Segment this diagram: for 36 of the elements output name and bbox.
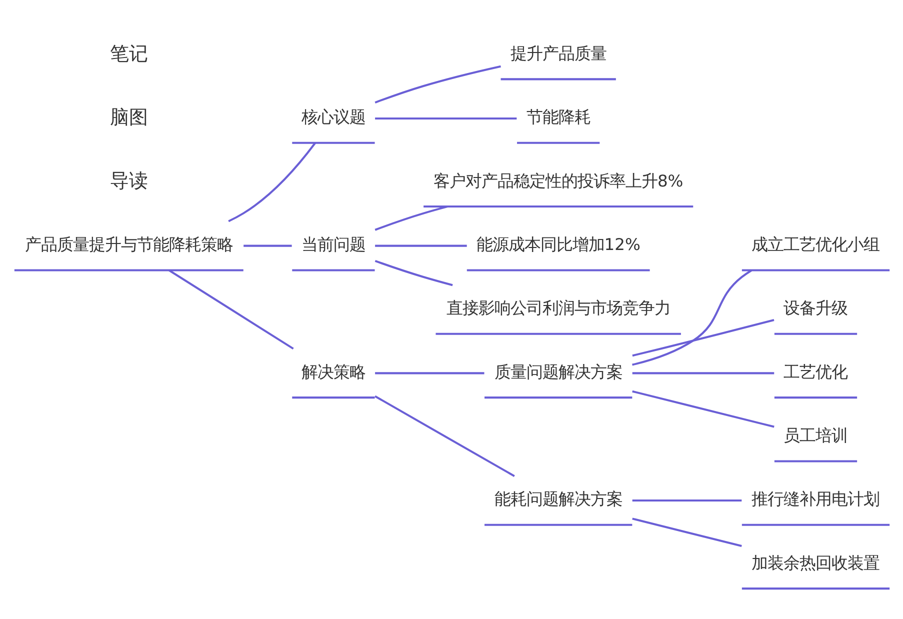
- node-text: 设备升级: [783, 298, 848, 318]
- connector: [632, 269, 752, 366]
- connector: [632, 500, 742, 502]
- connector: [374, 206, 448, 231]
- node-text: 员工培训: [783, 426, 848, 446]
- connector: [374, 395, 514, 477]
- node-text: 推行缝补用电计划: [751, 490, 880, 509]
- node-text: 工艺优化: [783, 362, 848, 382]
- node-text: 加装余热回收装置: [751, 553, 880, 572]
- connector: [228, 142, 316, 222]
- connector: [374, 65, 500, 104]
- node-text: 节能降耗: [526, 108, 590, 127]
- label: 导读: [109, 170, 148, 192]
- node-text: 当前问题: [300, 235, 365, 254]
- node-text: 产品质量提升与节能降耗策略: [24, 235, 232, 254]
- node-text: 提升产品质量: [510, 44, 606, 64]
- node-text: 解决策略: [300, 362, 365, 382]
- node-text: 能源成本同比增加12%: [476, 235, 640, 254]
- node-text: 能耗问题解决方案: [494, 490, 622, 509]
- connector: [168, 270, 294, 350]
- connector: [632, 319, 774, 357]
- node-text: 直接影响公司利润与市场竞争力: [446, 298, 670, 318]
- connector: [374, 244, 466, 247]
- connector: [243, 244, 292, 247]
- node-text: 核心议题: [300, 108, 365, 127]
- connector: [632, 372, 774, 374]
- node-text: 成立工艺优化小组: [751, 235, 880, 254]
- connector: [374, 260, 452, 286]
- connector: [632, 518, 742, 547]
- connector: [374, 372, 484, 374]
- connector: [374, 117, 516, 120]
- node-text: 客户对产品稳定性的投诉率上升8%: [432, 171, 683, 190]
- connector: [632, 390, 774, 428]
- label: 笔记: [109, 42, 148, 65]
- node-text: 质量问题解决方案: [494, 362, 622, 382]
- label: 脑图: [109, 106, 148, 128]
